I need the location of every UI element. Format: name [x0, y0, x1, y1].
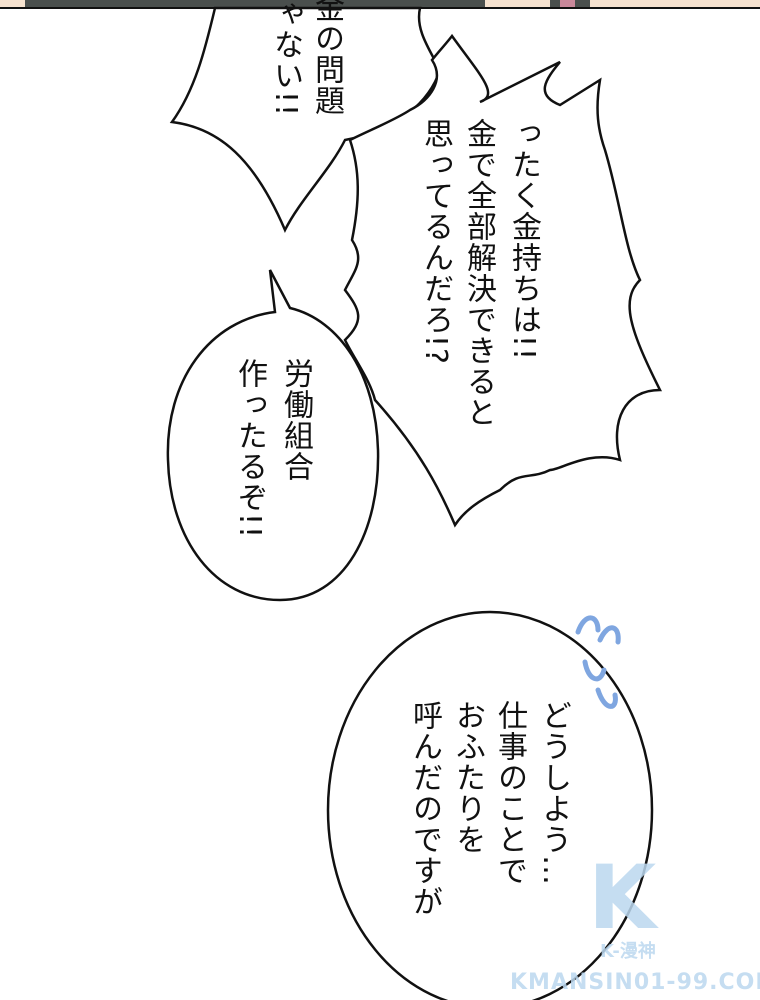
speech-bubble-3 — [166, 269, 380, 602]
bubble-1-line-1: 金の問題 — [309, 0, 344, 116]
speech-bubble-4 — [326, 610, 654, 1000]
bubble-2-line-1: ったく金持ちは!! — [506, 118, 541, 362]
bubble-1-line-2: ゃない!! — [268, 0, 303, 118]
bubble-2-line-3: 思ってるんだろ!? — [418, 118, 453, 365]
bubble-3-line-1: 労働組合 — [278, 358, 313, 482]
speech-bubble-2-spiky — [343, 33, 663, 528]
sweat-drops-icon — [575, 615, 621, 709]
bubble-4-line-3: おふたりを — [450, 700, 485, 855]
watermark-site: KMANSIN01-99.COM — [510, 970, 760, 995]
bubble-4-line-1: どうしよう… — [536, 700, 571, 886]
bubble-3-line-2: 作ったるぞ!! — [232, 358, 267, 540]
top-panel-edge — [0, 0, 760, 8]
watermark-brand: K-漫神 — [600, 941, 656, 962]
bubble-2-line-2: 金で全部解決できると — [461, 118, 496, 428]
bubble-4-line-4: 呼んだのですが — [407, 700, 442, 917]
watermark-logo: K — [588, 846, 657, 949]
bubble-4-line-2: 仕事のことで — [492, 700, 527, 886]
